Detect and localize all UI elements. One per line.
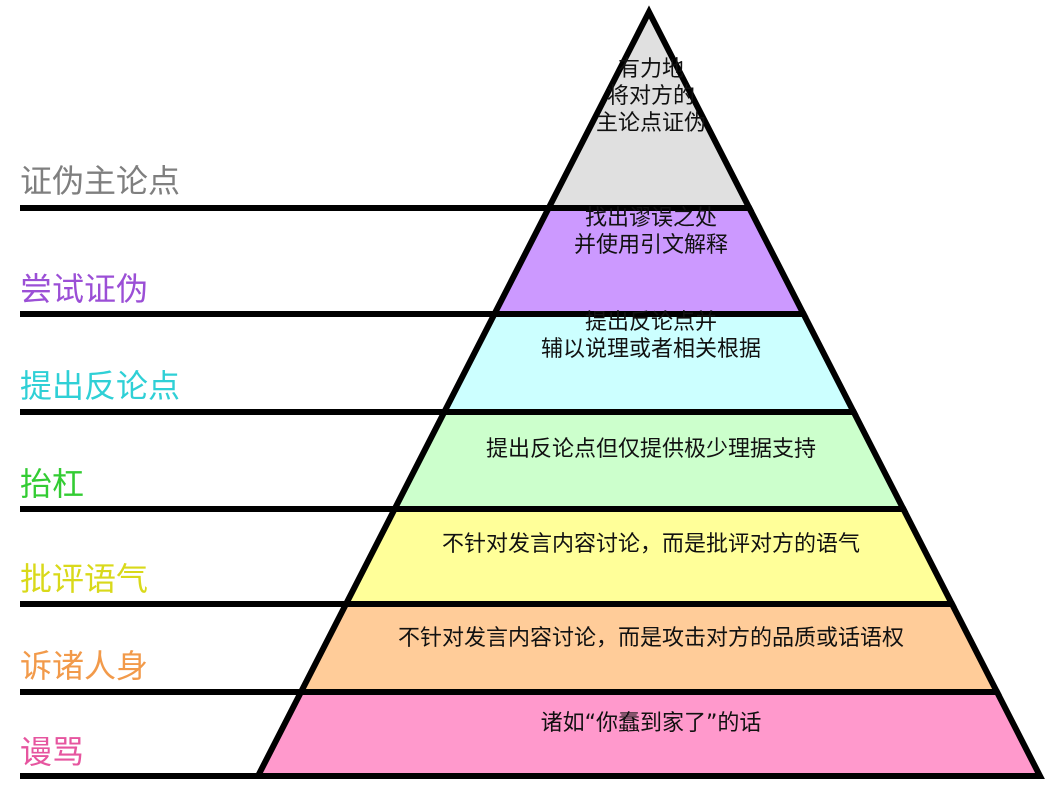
band-description-line: 诸如“你蠢到家了”的话 — [540, 710, 762, 736]
level-label-1: 证伪主论点 — [20, 162, 181, 200]
level-label-3: 提出反论点 — [20, 367, 181, 405]
level-label-2: 尝试证伪 — [20, 270, 149, 308]
band-description-line: 将对方的 — [606, 83, 696, 109]
band-description-line: 不针对发言内容讨论，而是攻击对方的品质或话语权 — [397, 625, 905, 651]
band-description-line: 提出反论点但仅提供极少理据支持 — [485, 436, 817, 462]
level-label-7: 谩骂 — [20, 733, 85, 771]
level-label-5: 批评语气 — [20, 560, 149, 598]
band-description-line: 提出反论点并 — [584, 310, 718, 335]
band-description-7: 诸如“你蠢到家了”的话 — [541, 710, 762, 737]
band-description-line: 主论点证伪 — [595, 110, 707, 136]
band-description-line: 不针对发言内容讨论，而是批评对方的语气 — [441, 531, 861, 557]
band-description-4: 提出反论点但仅提供极少理据支持 — [486, 436, 816, 463]
level-label-4: 抬杠 — [20, 465, 85, 503]
pyramid-band-7 — [253, 689, 1045, 779]
band-description-6: 不针对发言内容讨论，而是攻击对方的品质或话语权 — [398, 625, 904, 652]
band-description-line: 找出谬误之处 — [584, 206, 718, 231]
band-description-2: 找出谬误之处并使用引文解释 — [574, 205, 728, 259]
band-description-line: 辅以说理或者相关根据 — [540, 337, 762, 362]
level-label-6: 诉诸人身 — [20, 647, 149, 685]
band-description-line: 有力地 — [617, 56, 685, 82]
band-description-line: 并使用引文解释 — [573, 233, 729, 258]
band-description-5: 不针对发言内容讨论，而是批评对方的语气 — [442, 531, 860, 558]
band-description-3: 提出反论点并辅以说理或者相关根据 — [541, 309, 761, 363]
band-description-1: 有力地将对方的主论点证伪 — [596, 56, 706, 137]
